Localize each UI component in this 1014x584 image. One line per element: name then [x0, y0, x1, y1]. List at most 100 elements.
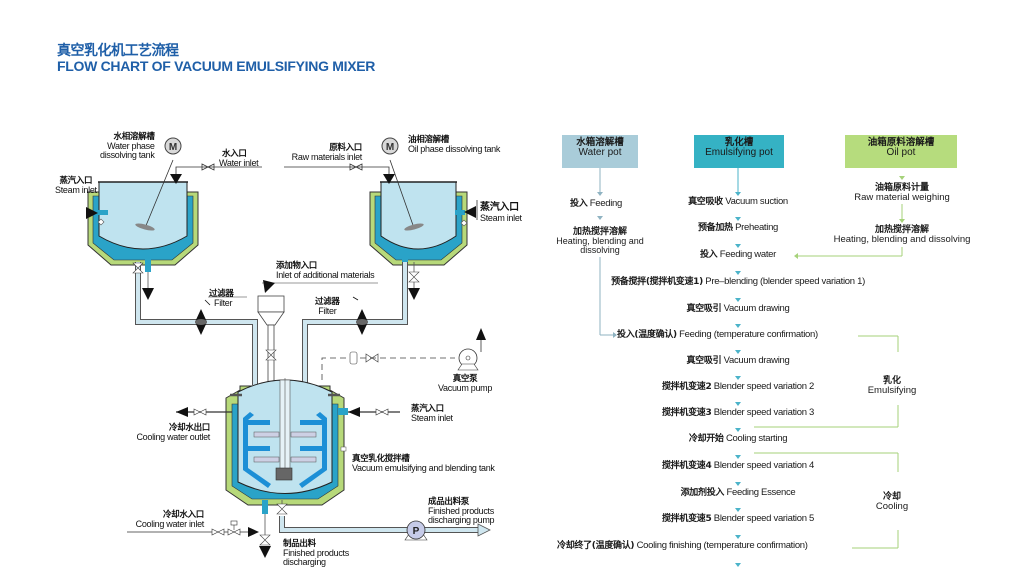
main-step: 添加剂投入 Feeding Essence: [680, 487, 796, 499]
main-step: 搅拌机变速3 Blender speed variation 3: [661, 407, 815, 419]
main-step: 真空吸引 Vacuum drawing: [686, 355, 790, 367]
vacuum-pump-label: 真空泵 Vacuum pump: [438, 374, 493, 393]
main-step-en: Blender speed variation 4: [713, 460, 815, 471]
main-step-en: Vacuum drawing: [723, 355, 790, 366]
main-step: 真空吸引 Vacuum drawing: [686, 303, 790, 315]
main-step-en: Pre–blending (blender speed variation 1): [705, 276, 865, 287]
main-step-en: Feeding (temperature confirmation): [679, 329, 818, 340]
pump-label: P: [413, 526, 420, 537]
main-step-cn: 真空吸引: [686, 356, 722, 366]
oil-step-weighing: 油箱原料计量 Raw material weighing: [854, 183, 950, 203]
arrow-down-icon: [735, 428, 741, 432]
main-step-en: Blender speed variation 5: [713, 513, 815, 524]
main-tank-label: 真空乳化搅拌槽 Vacuum emulsifying and blending …: [352, 454, 495, 473]
steam-inlet-left-label: 蒸汽入口 Steam inlet: [55, 176, 97, 195]
main-step-cn: 投入(温度确认): [617, 330, 677, 340]
arrow-down-icon: [899, 219, 905, 223]
arrow-down-icon: [735, 482, 741, 486]
header-oil-pot: 油箱原料溶解槽 Oil pot: [845, 135, 957, 168]
main-step-en: Blender speed variation 3: [713, 407, 815, 418]
arrow-down-icon: [735, 350, 741, 354]
main-step-cn: 预备加热: [697, 223, 733, 233]
oil-step-heating: 加热搅拌溶解 Heating, blending and dissolving: [833, 225, 971, 245]
cooling-water-outlet-label: 冷却水出口 Cooling water outlet: [136, 423, 210, 442]
arrow-down-icon: [735, 192, 741, 196]
main-step: 搅拌机变速5 Blender speed variation 5: [661, 513, 815, 525]
header-emulsifying-pot: 乳化槽 Emulsifying pot: [694, 135, 784, 168]
steam-inlet-right-label: 蒸汽入口 Steam inlet: [480, 202, 522, 223]
arrow-down-icon: [597, 216, 603, 220]
arrow-down-icon: [899, 176, 905, 180]
main-step-cn: 投入: [699, 250, 718, 260]
main-step: 搅拌机变速4 Blender speed variation 4: [661, 460, 815, 472]
phase-emulsifying: 乳化 Emulsifying: [867, 376, 917, 396]
main-step: 真空吸收 Vacuum suction: [688, 196, 788, 208]
main-step-en: Cooling starting: [725, 433, 788, 444]
main-step-cn: 搅拌机变速2: [661, 382, 712, 392]
arrow-down-icon: [735, 324, 741, 328]
main-step-cn: 搅拌机变速4: [661, 461, 712, 471]
additional-materials-label: 添加物入口 Inlet of additional materials: [276, 261, 375, 280]
arrow-right-icon: [613, 332, 617, 338]
water-inlet-label: 水入口 Water inlet: [219, 149, 259, 168]
main-step-cn: 预备搅拌(搅拌机变速1): [611, 277, 703, 287]
main-step: 投入(温度确认) Feeding (temperature confirmati…: [617, 329, 818, 341]
finished-discharging-label: 制品出料 Finished products discharging: [283, 539, 349, 567]
oil-motor-label: M: [386, 142, 394, 153]
water-tank-agitator: [135, 159, 174, 231]
arrow-down-icon: [735, 217, 741, 221]
water-tank-motor-icon: [164, 137, 182, 155]
main-step: 冷却开始 Cooling starting: [688, 433, 788, 445]
water-to-main-pipe: [132, 262, 258, 385]
water-phase-tank: [87, 181, 199, 266]
raw-materials-inlet-label: 原料入口 Raw materials inlet: [291, 143, 363, 162]
steam-inlet-main-label: 蒸汽入口 Steam inlet: [411, 404, 453, 423]
main-step-en: Vacuum suction: [725, 196, 788, 207]
phase-cooling: 冷却 Cooling: [875, 492, 909, 512]
main-step: 投入 Feeding water: [699, 249, 777, 261]
arrow-down-icon: [735, 244, 741, 248]
filter-left-label: 过滤器 Filter: [209, 289, 234, 308]
main-step-en: Feeding water: [719, 249, 777, 260]
water-inlet-line: [170, 163, 262, 184]
oil-phase-tank: [369, 181, 468, 266]
arrow-down-icon: [735, 376, 741, 380]
oil-tank-label: 油相溶解槽 Oil phase dissolving tank: [408, 135, 501, 154]
vacuum-pump-icon: [457, 328, 486, 371]
arrow-down-icon: [735, 508, 741, 512]
main-emulsifying-tank: [225, 378, 345, 506]
arrow-left-icon: [794, 253, 798, 259]
arrow-down-icon: [597, 192, 603, 196]
main-step-cn: 搅拌机变速5: [661, 514, 712, 524]
arrow-down-icon: [735, 402, 741, 406]
raw-materials-inlet-line: [284, 163, 395, 184]
cooling-water-inlet-label: 冷却水入口 Cooling water inlet: [135, 510, 205, 529]
main-step-cn: 搅拌机变速3: [661, 408, 712, 418]
oil-tank-motor-icon: [381, 137, 399, 155]
main-step-en: Blender speed variation 2: [713, 381, 815, 392]
oil-to-main-pipe: [302, 262, 408, 385]
water-tank-label: 水相溶解槽 Water phase dissolving tank: [100, 132, 155, 160]
arrow-down-icon: [735, 455, 741, 459]
main-step-en: Feeding Essence: [726, 487, 796, 498]
main-step-cn: 真空吸收: [688, 197, 723, 207]
arrow-down-icon: [735, 563, 741, 567]
cooling-water-inlet-line: [127, 500, 271, 558]
arrow-down-icon: [735, 271, 741, 275]
water-step-heating: 加热搅拌溶解 Heating, blending and dissolving: [556, 227, 644, 255]
main-step-cn: 冷却终了(温度确认): [557, 541, 635, 551]
additional-materials-hopper: [257, 280, 378, 386]
main-step-en: Cooling finishing (temperature confirmat…: [636, 540, 808, 551]
steam-inlet-right: [455, 200, 478, 227]
main-step-cn: 冷却开始: [688, 434, 724, 444]
filter-right-label: 过滤器 Filter: [315, 297, 340, 316]
water-step-feeding: 投入 Feeding: [570, 198, 622, 210]
main-step: 预备搅拌(搅拌机变速1) Pre–blending (blender speed…: [611, 276, 865, 288]
arrow-down-icon: [735, 535, 741, 539]
main-step: 预备加热 Preheating: [697, 223, 778, 234]
vacuum-line: [321, 351, 455, 380]
water-motor-label: M: [169, 142, 177, 153]
main-step-en: Vacuum drawing: [723, 303, 790, 314]
main-step-cn: 添加剂投入: [680, 488, 725, 498]
